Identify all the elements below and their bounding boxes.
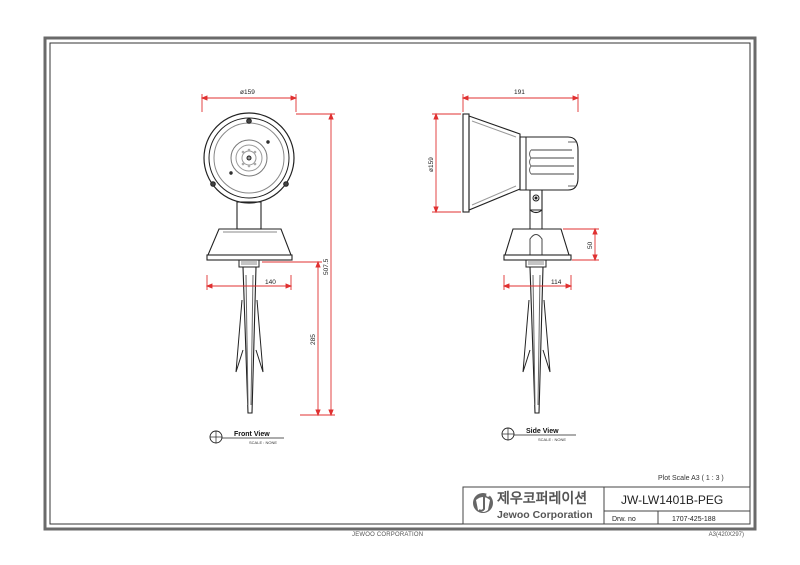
side-view-dimensions <box>432 94 599 290</box>
title-block-frame <box>462 486 751 525</box>
sheet-inner-border <box>49 42 751 525</box>
side-view-title: Side View <box>526 428 559 435</box>
jewoo-logo-icon <box>473 493 493 513</box>
dim-side-depth: 191 <box>514 89 525 96</box>
dim-side-base-width: 114 <box>551 279 562 286</box>
title-block: Plot Scale A3 ( 1 : 3 ) 제우코퍼레이션 Jewoo Co… <box>462 475 751 525</box>
plot-scale: Plot Scale A3 ( 1 : 3 ) <box>658 475 724 482</box>
front-view-scale: SCALE : NONE <box>249 440 277 445</box>
side-view-dimension-labels: 191 ø159 50 114 <box>428 89 594 286</box>
drawing-number-label: Drw. no <box>612 516 636 523</box>
footer-company: JEWOO CORPORATION <box>352 532 424 538</box>
dim-total-height: 507.5 <box>323 258 330 275</box>
model-number: JW-LW1401B-PEG <box>621 493 723 507</box>
front-view-drawing <box>203 112 295 414</box>
dim-side-diameter: ø159 <box>428 157 435 172</box>
dim-spike-length: 285 <box>310 334 317 345</box>
front-view-dimensions <box>200 94 335 417</box>
side-view-label: Side View SCALE : NONE <box>501 427 576 442</box>
side-view-scale: SCALE : NONE <box>538 437 566 442</box>
drawing-number: 1707-425-188 <box>672 516 716 523</box>
dim-front-diameter: ø159 <box>240 89 255 96</box>
side-view-drawing <box>462 113 579 414</box>
company-name-english: Jewoo Corporation <box>497 509 593 521</box>
dim-front-base-width: 140 <box>265 279 276 286</box>
dim-side-base-height: 50 <box>587 241 594 249</box>
footer-paper-size: A3(420X297) <box>708 532 744 538</box>
sheet-outer-border <box>43 36 757 531</box>
front-view-label: Front View SCALE : NONE <box>209 430 284 445</box>
company-name-korean: 제우코퍼레이션 <box>497 490 587 506</box>
front-view-title: Front View <box>234 431 270 438</box>
front-view-dimension-labels: ø159 140 507.5 285 <box>240 89 330 345</box>
